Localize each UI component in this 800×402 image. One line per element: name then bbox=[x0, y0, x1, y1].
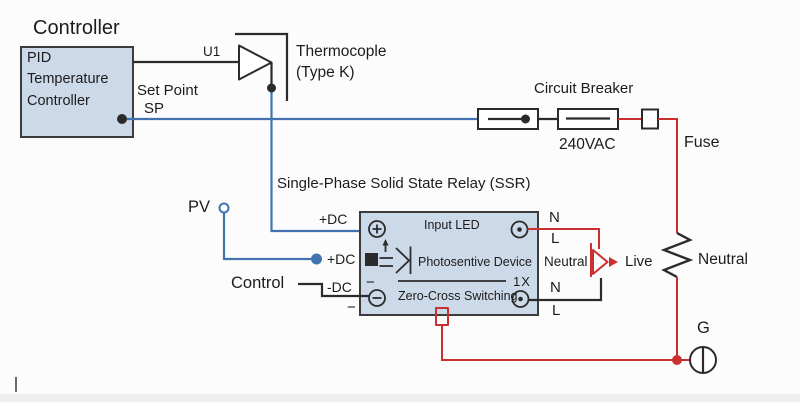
neutral-output-label: Neutral bbox=[544, 254, 588, 269]
l-top-label: L bbox=[551, 230, 560, 247]
voltage-label: 240VAC bbox=[559, 136, 616, 153]
sp-label: SP bbox=[144, 100, 165, 117]
plus-dc-node-icon bbox=[311, 253, 322, 265]
controller-line-controller: Controller bbox=[27, 93, 90, 109]
pv-label: PV bbox=[188, 198, 211, 216]
ssr-title: Single-Phase Solid State Relay (SSR) bbox=[277, 175, 531, 192]
plus-dc-top-label: +DC bbox=[319, 211, 348, 227]
circuit-breaker-symbol bbox=[477, 108, 619, 130]
minus-dc-label: -DC bbox=[327, 279, 352, 295]
thermocouple-symbol bbox=[133, 32, 289, 101]
input-led-label: Input LED bbox=[424, 218, 480, 232]
set-point-dot bbox=[117, 114, 127, 124]
live-indicator-icon bbox=[590, 243, 618, 277]
neutral-mains-label: Neutral bbox=[698, 251, 748, 268]
one-x-label: 1X bbox=[513, 274, 531, 289]
fuse-icon bbox=[641, 108, 659, 130]
circuit-breaker-label: Circuit Breaker bbox=[534, 80, 634, 97]
plus-dc-mid-label: +DC bbox=[327, 251, 356, 267]
minus-sign-inner: − bbox=[366, 274, 375, 291]
control-label: Control bbox=[231, 274, 285, 292]
thermocouple-to-ssr-wire bbox=[270, 88, 368, 233]
live-label: Live bbox=[625, 253, 653, 270]
controller-title: Controller bbox=[33, 17, 120, 39]
bottom-strip bbox=[0, 394, 800, 402]
minus-terminal-icon bbox=[368, 289, 386, 307]
pid-controller-box bbox=[20, 46, 134, 138]
controller-line-pid: PID bbox=[27, 50, 52, 66]
neutral-output-wire bbox=[528, 278, 603, 302]
ssr-ground-wire bbox=[441, 325, 677, 361]
thermocouple-name-label: Thermocople bbox=[296, 43, 387, 60]
probe-bracket-icon bbox=[235, 32, 289, 101]
pv-terminal-icon bbox=[218, 202, 230, 214]
plus-terminal-icon bbox=[368, 220, 386, 238]
u1-label: U1 bbox=[203, 44, 221, 59]
thermocouple-type-label: (Type K) bbox=[296, 64, 355, 81]
zero-cross-label: Zero-Cross Switching bbox=[398, 289, 518, 303]
pv-wire bbox=[218, 202, 322, 265]
n-top-label: N bbox=[549, 209, 560, 226]
junction-dot bbox=[267, 83, 276, 93]
controller-line-temperature: Temperature bbox=[27, 71, 109, 87]
fuse-label: Fuse bbox=[684, 134, 720, 151]
n-bottom-label: N bbox=[550, 279, 561, 296]
l-bottom-label: L bbox=[552, 302, 561, 319]
live-output-wire bbox=[527, 228, 600, 249]
buffer-triangle-icon bbox=[238, 44, 273, 81]
ssr-box bbox=[359, 211, 539, 326]
ground-icon bbox=[689, 346, 717, 374]
photosensitive-device-icon bbox=[365, 239, 412, 274]
control-wire bbox=[298, 282, 369, 298]
minus-sign-outer: − bbox=[347, 299, 356, 316]
set-point-label: Set Point bbox=[137, 82, 198, 99]
mains-live-wire bbox=[618, 108, 694, 365]
ground-label: G bbox=[697, 319, 710, 337]
photosensitive-label: Photosentive Device bbox=[418, 255, 532, 269]
text-cursor-artifact bbox=[15, 377, 17, 392]
resistor-icon bbox=[660, 231, 694, 279]
